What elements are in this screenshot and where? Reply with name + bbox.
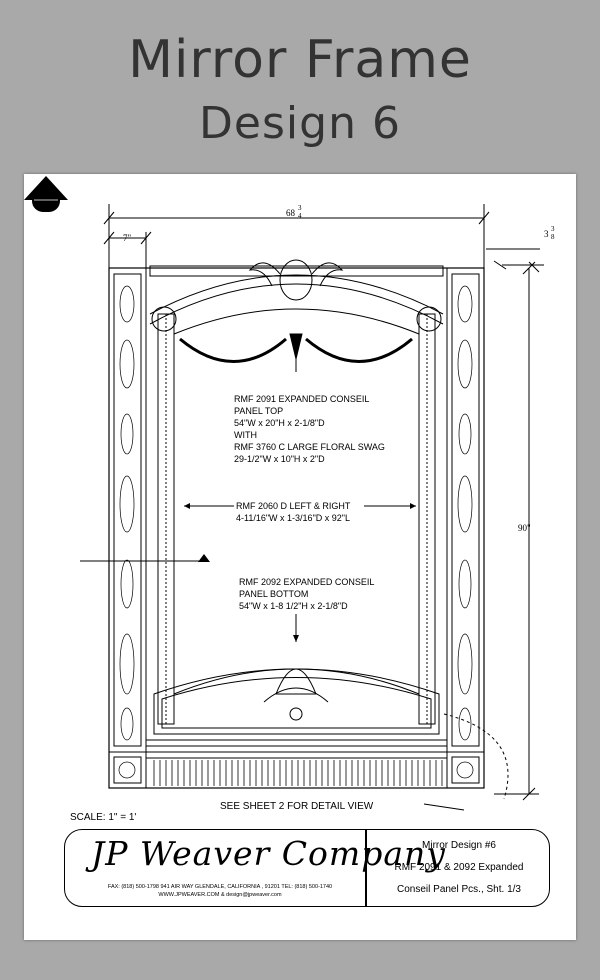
edge-depth-label: 3: [544, 229, 549, 239]
bottom-panel-note: RMF 2092 EXPANDED CONSEIL PANEL BOTTOM 5…: [239, 577, 375, 611]
left-scroll-ornament: [151, 306, 177, 332]
drawing-svg: [80, 204, 544, 811]
design-name: Mirror Design #6: [422, 840, 496, 851]
bottom-panel: [153, 668, 440, 735]
side-width-label: 7": [123, 233, 132, 243]
title-block-divider: [365, 830, 367, 906]
part-numbers: RMF 2091 & 2092 Expanded: [394, 862, 524, 873]
bottom-plinth: [145, 751, 448, 789]
bottom-crest-ornament: [275, 668, 317, 695]
see-sheet-note: SEE SHEET 2 FOR DETAIL VIEW: [220, 801, 374, 812]
floral-swag-right: [305, 337, 413, 363]
overall-height-label: 90": [518, 523, 531, 533]
scale-label: SCALE: 1" = 1': [70, 812, 137, 823]
contact-line-1: FAX: (818) 500-1798 941 AIR WAY GLENDALE…: [107, 884, 333, 890]
mirror-opening: [173, 308, 420, 695]
top-panel-note: RMF 2091 EXPANDED CONSEIL PANEL TOP 54"W…: [234, 394, 385, 464]
overall-width-frac-num: 3: [298, 204, 302, 212]
edge-depth-frac-num: 3: [551, 225, 555, 233]
plinth-flutes: [153, 760, 443, 786]
sheet-info: Conseil Panel Pcs., Sht. 1/3: [397, 884, 521, 895]
pilaster-ornaments: [118, 285, 474, 779]
top-crest-ornament: [279, 259, 313, 301]
page-subtitle: Design 6: [199, 98, 401, 149]
left-pilaster: [108, 267, 147, 753]
section-arrow-right: [198, 554, 210, 562]
floral-swag-left: [179, 337, 287, 363]
section-marker-bottom: 3-3: [73, 563, 85, 572]
overall-width-frac-den: 4: [298, 212, 302, 220]
section-marker: [24, 176, 68, 212]
top-panel-arch: [149, 283, 444, 325]
right-scroll-ornament: [416, 306, 442, 332]
drawing-sheet: 68 3 4 7" 3 3 8 90" RMF 2091 EXPANDED CO…: [24, 174, 576, 940]
edge-depth-frac-den: 8: [551, 233, 555, 241]
right-pilaster: [446, 267, 485, 753]
overall-width-label: 68: [286, 208, 295, 218]
title-block: JP Weaver Company FAX: (818) 500-1798 94…: [64, 829, 550, 907]
sides-note: RMF 2060 D LEFT & RIGHT 4-11/16"W x 1-3/…: [236, 501, 351, 523]
section-marker-top: A: [76, 552, 82, 561]
contact-line-2: WWW.JPWEAVER.COM & design@jpweaver.com: [158, 892, 282, 898]
company-logo: JP Weaver Company: [91, 834, 446, 873]
page-title: Mirror Frame: [128, 30, 472, 90]
